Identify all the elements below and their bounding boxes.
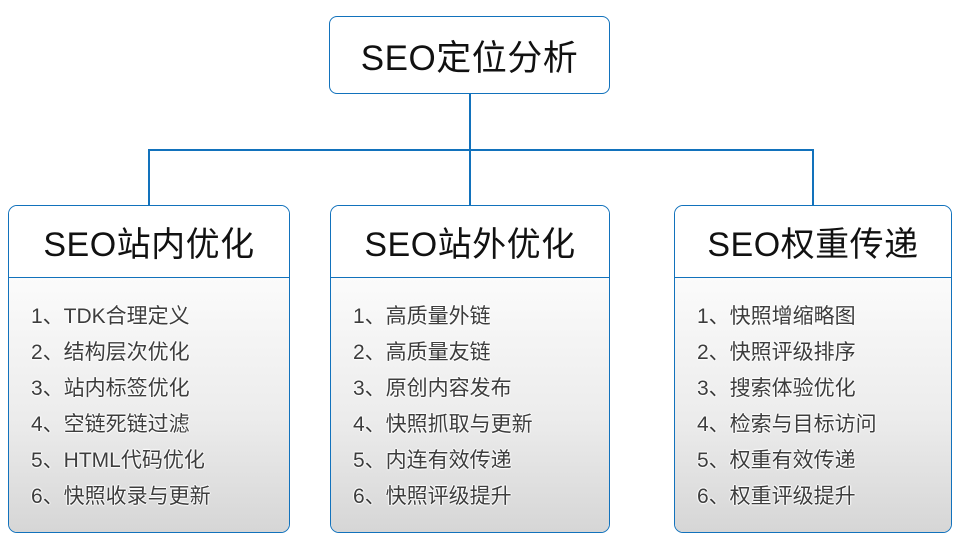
- column-title: SEO权重传递: [707, 226, 919, 264]
- root-node-seo-positioning-analysis: SEO定位分析: [329, 16, 610, 94]
- list-item: 5、HTML代码优化: [31, 449, 205, 472]
- column-header: SEO权重传递: [675, 206, 951, 278]
- column-title: SEO站外优化: [364, 226, 576, 264]
- list-item: 6、快照收录与更新: [31, 485, 211, 508]
- list-item: 4、快照抓取与更新: [353, 413, 533, 436]
- column-card-onsite-optimization: SEO站内优化 1、TDK合理定义 2、结构层次优化 3、站内标签优化 4、空链…: [8, 205, 290, 533]
- column-card-weight-transfer: SEO权重传递 1、快照增缩略图 2、快照评级排序 3、搜索体验优化 4、检索与…: [674, 205, 952, 533]
- list-item: 6、权重评级提升: [697, 485, 856, 508]
- connector-root-stem: [469, 94, 471, 151]
- column-body: 1、快照增缩略图 2、快照评级排序 3、搜索体验优化 4、检索与目标访问 5、权…: [675, 278, 951, 532]
- column-header: SEO站外优化: [331, 206, 609, 278]
- list-item: 2、快照评级排序: [697, 341, 856, 364]
- list-item: 3、搜索体验优化: [697, 377, 856, 400]
- list-item: 1、TDK合理定义: [31, 305, 190, 328]
- connector-horizontal: [148, 149, 814, 151]
- column-body: 1、高质量外链 2、高质量友链 3、原创内容发布 4、快照抓取与更新 5、内连有…: [331, 278, 609, 532]
- connector-drop-middle: [469, 150, 471, 206]
- connector-drop-left: [148, 150, 150, 206]
- column-card-offsite-optimization: SEO站外优化 1、高质量外链 2、高质量友链 3、原创内容发布 4、快照抓取与…: [330, 205, 610, 533]
- list-item: 2、高质量友链: [353, 341, 491, 364]
- list-item: 4、空链死链过滤: [31, 413, 190, 436]
- column-title: SEO站内优化: [43, 226, 255, 264]
- column-header: SEO站内优化: [9, 206, 289, 278]
- list-item: 5、权重有效传递: [697, 449, 856, 472]
- list-item: 1、高质量外链: [353, 305, 491, 328]
- column-body: 1、TDK合理定义 2、结构层次优化 3、站内标签优化 4、空链死链过滤 5、H…: [9, 278, 289, 532]
- root-node-label: SEO定位分析: [360, 38, 579, 78]
- list-item: 3、原创内容发布: [353, 377, 512, 400]
- list-item: 2、结构层次优化: [31, 341, 190, 364]
- list-item: 5、内连有效传递: [353, 449, 512, 472]
- list-item: 6、快照评级提升: [353, 485, 512, 508]
- list-item: 4、检索与目标访问: [697, 413, 877, 436]
- list-item: 1、快照增缩略图: [697, 305, 856, 328]
- connector-drop-right: [812, 150, 814, 206]
- list-item: 3、站内标签优化: [31, 377, 190, 400]
